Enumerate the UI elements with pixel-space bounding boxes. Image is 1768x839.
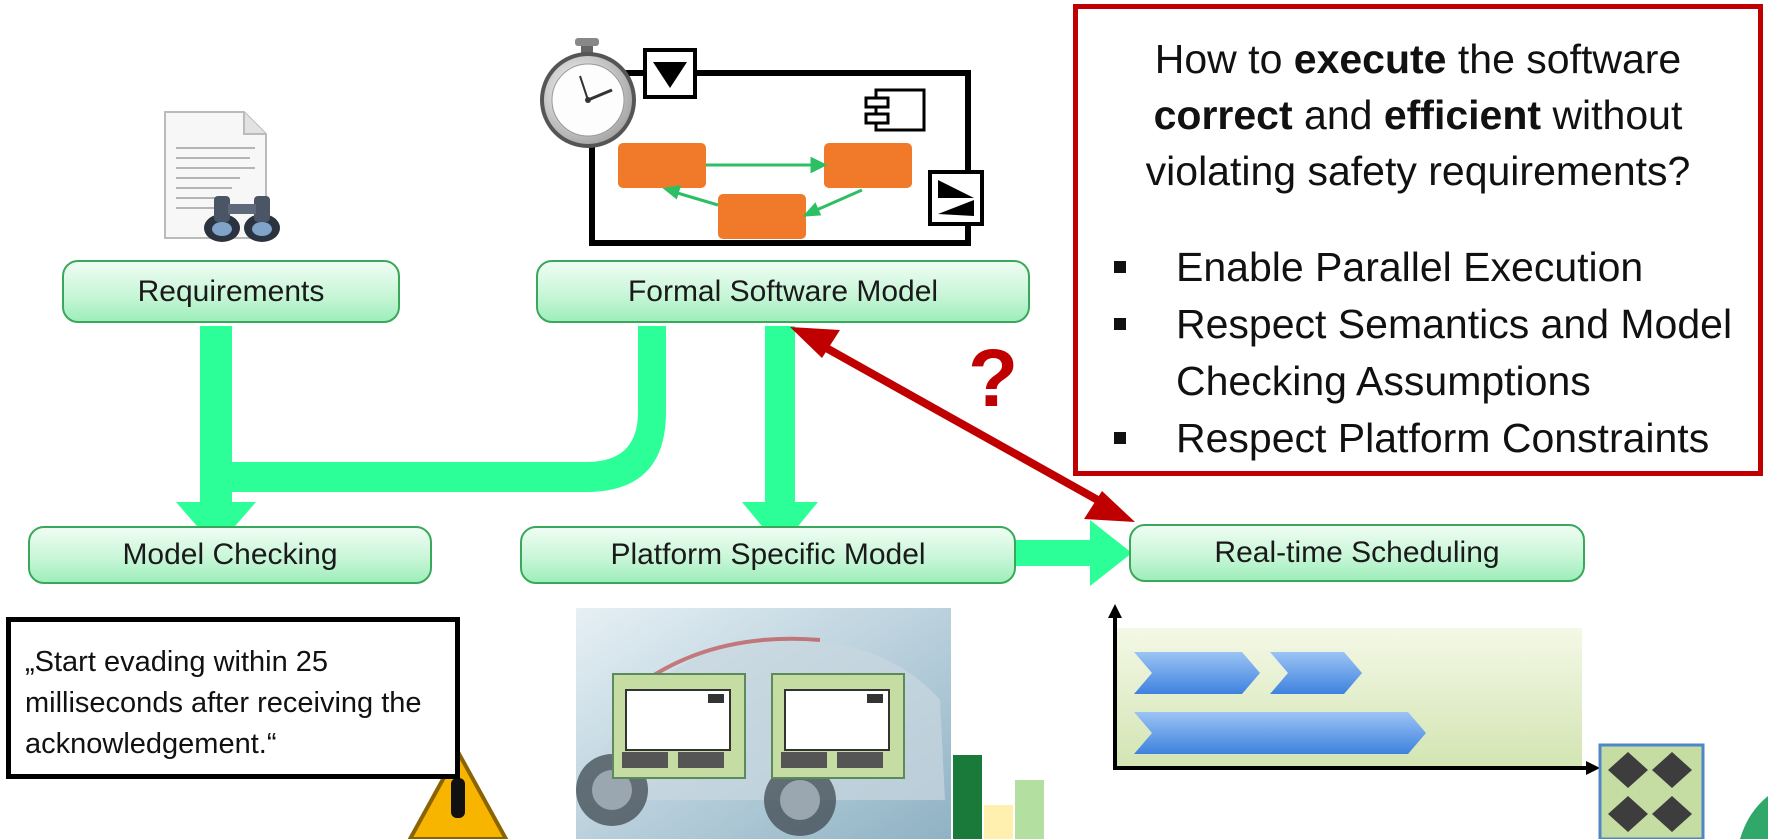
node-platform-specific-model: Platform Specific Model <box>520 526 1016 584</box>
flow-formal-model-merge <box>232 326 666 492</box>
node-formal-software-model-label: Formal Software Model <box>627 274 939 308</box>
resource-bars-icon <box>953 755 1044 839</box>
node-model-checking: Model Checking <box>28 526 432 584</box>
warning-icon <box>407 747 509 839</box>
flow-formal-to-platform <box>742 326 818 548</box>
question-bold-efficient: efficient <box>1383 92 1542 138</box>
question-part: How to <box>1154 36 1294 82</box>
node-model-checking-label: Model Checking <box>122 538 338 571</box>
hardware-board-2 <box>771 673 905 779</box>
node-real-time-scheduling-label: Real-time Scheduling <box>1214 536 1500 569</box>
software-model-diagram <box>540 38 984 246</box>
callout-bullet: Enable Parallel Execution <box>1092 239 1736 296</box>
document-binoculars-icon <box>164 111 280 242</box>
question-bold-correct: correct <box>1153 92 1293 138</box>
question-mark: ? <box>968 333 1019 424</box>
flow-platform-to-scheduling <box>1015 520 1132 586</box>
callout-bullet: Respect Semantics and Model Checking Ass… <box>1092 296 1736 410</box>
model-state-blocks <box>618 143 912 239</box>
processor-chips-icon <box>1598 743 1705 839</box>
schedule-bars <box>1134 652 1426 754</box>
question-part: without violating safety requirements? <box>1145 92 1691 194</box>
question-bold-execute: execute <box>1293 36 1447 82</box>
requirement-quote: „Start evading within 25 milliseconds af… <box>6 617 460 779</box>
flow-requirements-to-model-checking <box>176 326 256 548</box>
flow-arrows <box>176 326 1132 586</box>
node-real-time-scheduling: Real-time Scheduling <box>1129 524 1585 582</box>
schedule-gantt <box>1108 604 1600 775</box>
node-platform-specific-model-label: Platform Specific Model <box>610 538 926 571</box>
node-requirements-label: Requirements <box>137 274 325 308</box>
callout-bullet-list: Enable Parallel Execution Respect Semant… <box>1092 239 1736 467</box>
callout-question: How to execute the software correct and … <box>1078 31 1758 199</box>
question-part: the software <box>1446 36 1682 82</box>
component-icon <box>864 88 926 132</box>
input-port-icon <box>643 48 697 99</box>
stopwatch-icon <box>540 38 636 148</box>
output-port-icon <box>928 170 984 226</box>
red-double-arrow <box>790 327 1135 522</box>
car-platform-image <box>576 608 951 839</box>
corner-leaf-decoration <box>1740 796 1768 839</box>
node-requirements: Requirements <box>62 260 400 323</box>
node-formal-software-model: Formal Software Model <box>536 260 1030 323</box>
callout-bullet: Respect Platform Constraints <box>1092 410 1736 467</box>
hardware-board-1 <box>612 673 746 779</box>
question-part: and <box>1292 92 1384 138</box>
question-callout: How to execute the software correct and … <box>1073 4 1763 476</box>
